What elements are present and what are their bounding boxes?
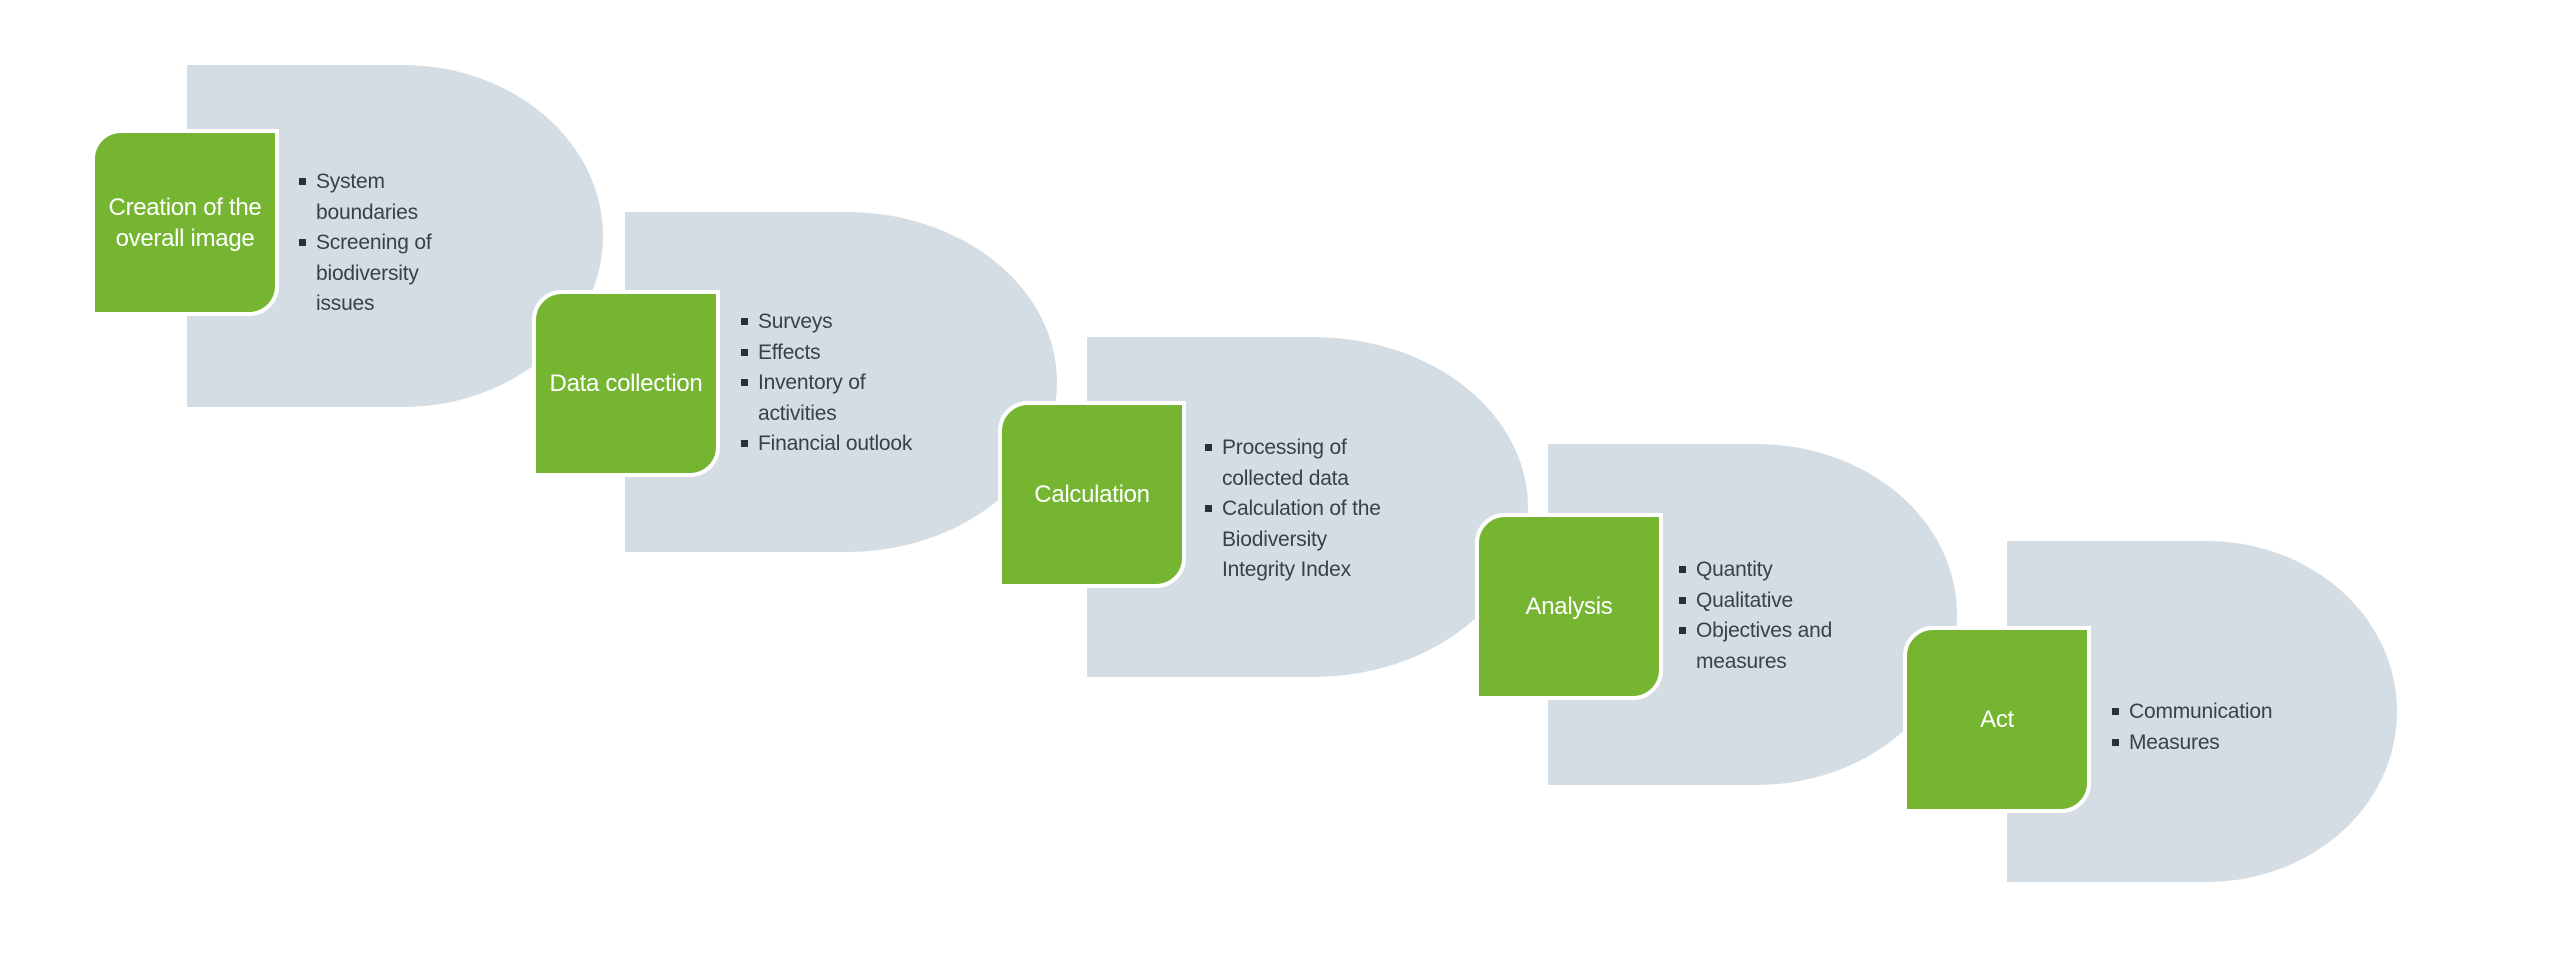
- step-4-bullet-list: Quantity Qualitative Objectives and meas…: [1679, 555, 1864, 677]
- step-2-title: Data collection: [549, 370, 703, 397]
- step-4-box: Analysis: [1475, 513, 1663, 700]
- list-item: Objectives and measures: [1679, 616, 1864, 677]
- step-3-title: Calculation: [1034, 481, 1150, 508]
- bullet-square-icon: [2112, 738, 2119, 746]
- list-item: Financial outlook: [741, 429, 941, 460]
- step-4-title: Analysis: [1525, 593, 1613, 620]
- step-1-box: Creation of the overall image: [91, 129, 279, 316]
- list-item: Qualitative: [1679, 586, 1864, 617]
- bullet-square-icon: [741, 440, 748, 447]
- list-item: Processing of collected data: [1205, 433, 1405, 494]
- bullet-square-icon: [1679, 596, 1686, 604]
- step-5-bullet-list: Communication Measures: [2112, 697, 2332, 758]
- bullet-square-icon: [741, 379, 748, 386]
- step-3-bullet-list: Processing of collected data Calculation…: [1205, 433, 1405, 586]
- bullet-square-icon: [2112, 708, 2119, 715]
- bullet-square-icon: [741, 318, 748, 325]
- step-5-box: Act: [1903, 626, 2091, 813]
- list-item: Inventory of activities: [741, 368, 941, 429]
- step-3-box: Calculation: [998, 401, 1186, 588]
- list-item: Surveys: [741, 307, 941, 338]
- list-item: Communication: [2112, 697, 2332, 728]
- bullet-square-icon: [741, 348, 748, 356]
- bullet-square-icon: [1679, 627, 1686, 634]
- bullet-square-icon: [1205, 505, 1212, 512]
- step-5-title: Act: [1980, 706, 2014, 733]
- bullet-square-icon: [1205, 444, 1212, 451]
- list-item: Quantity: [1679, 555, 1864, 586]
- list-item: Effects: [741, 338, 941, 369]
- list-item: Calculation of the Biodiversity Integrit…: [1205, 494, 1405, 586]
- list-item: Measures: [2112, 728, 2332, 759]
- step-1-title: Creation of the overall image: [108, 193, 262, 252]
- bullet-square-icon: [1679, 566, 1686, 573]
- list-item: Screening of biodiversity issues: [299, 228, 449, 320]
- list-item: System boundaries: [299, 167, 449, 228]
- bullet-square-icon: [299, 239, 306, 246]
- step-2-bullet-list: Surveys Effects Inventory of activities …: [741, 307, 941, 460]
- step-1-bullet-list: System boundaries Screening of biodivers…: [299, 167, 449, 320]
- bullet-square-icon: [299, 178, 306, 185]
- step-2-box: Data collection: [532, 290, 720, 477]
